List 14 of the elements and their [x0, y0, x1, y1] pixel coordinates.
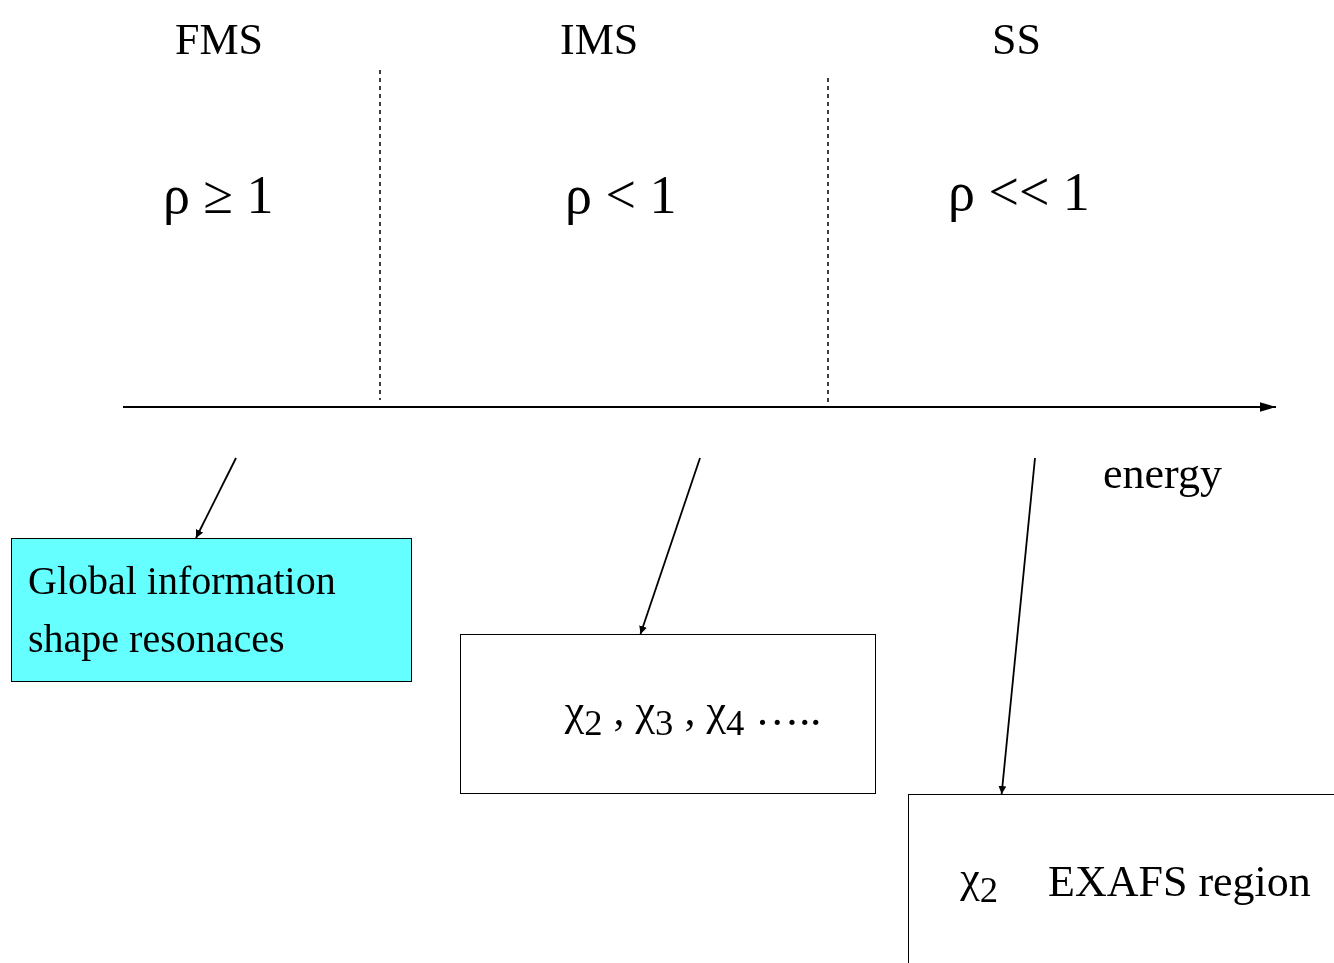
box-text: EXAFS region	[1048, 856, 1311, 907]
box-text: Global information shape resonaces	[28, 557, 337, 663]
axis-label: energy	[1103, 452, 1222, 496]
formula-text: χ$_{2}$ , χ$_{3}$ , χ$_{4}$ …..	[564, 684, 822, 744]
formula-text: χ$_{2}$	[960, 852, 999, 911]
arrow	[195, 457, 237, 539]
arrow	[639, 457, 701, 635]
region-label: IMS	[560, 18, 639, 62]
arrow	[998, 457, 1036, 795]
highlighted-box	[11, 538, 412, 682]
text-box	[460, 634, 876, 794]
region-label: FMS	[175, 18, 264, 62]
text-box	[908, 794, 1334, 963]
region-label: SS	[992, 18, 1041, 62]
